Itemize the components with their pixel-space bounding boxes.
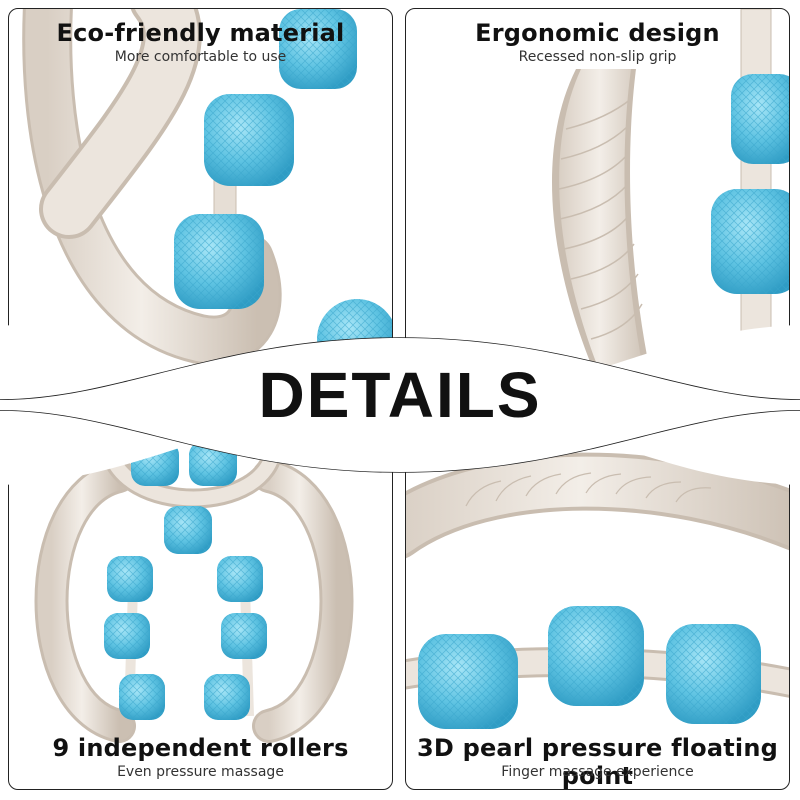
- panel-subtitle: Recessed non-slip grip: [518, 49, 677, 65]
- panel-3-illustration: [34, 436, 354, 743]
- panel-subtitle: Even pressure massage: [117, 764, 284, 780]
- roller: [104, 613, 150, 659]
- panel-title: 9 independent rollers: [52, 734, 349, 762]
- details-heading: DETAILS: [258, 359, 542, 431]
- panel-title: Ergonomic design: [475, 19, 720, 47]
- panel-ergonomic: Ergonomic design Recessed non-slip grip: [405, 8, 790, 393]
- roller: [119, 674, 165, 720]
- roller: [221, 613, 267, 659]
- roller: [164, 506, 212, 554]
- panel-title: 3D pearl pressure floating point: [417, 734, 778, 790]
- roller: [279, 9, 357, 89]
- roller: [711, 189, 789, 294]
- roller: [731, 74, 789, 164]
- panel-title: Eco-friendly material: [56, 19, 345, 47]
- roller: [204, 94, 294, 186]
- panel-2-illustration: [552, 9, 789, 392]
- panel-4-illustration: [406, 452, 789, 729]
- panel-subtitle: More comfortable to use: [114, 49, 287, 65]
- roller: [174, 214, 264, 309]
- roller: [666, 624, 761, 724]
- roller: [548, 606, 644, 706]
- roller: [217, 556, 263, 602]
- details-banner-shape: [0, 325, 800, 485]
- roller: [418, 634, 518, 729]
- panel-subtitle: Finger massage experience: [501, 764, 694, 780]
- roller: [107, 556, 153, 602]
- roller: [204, 674, 250, 720]
